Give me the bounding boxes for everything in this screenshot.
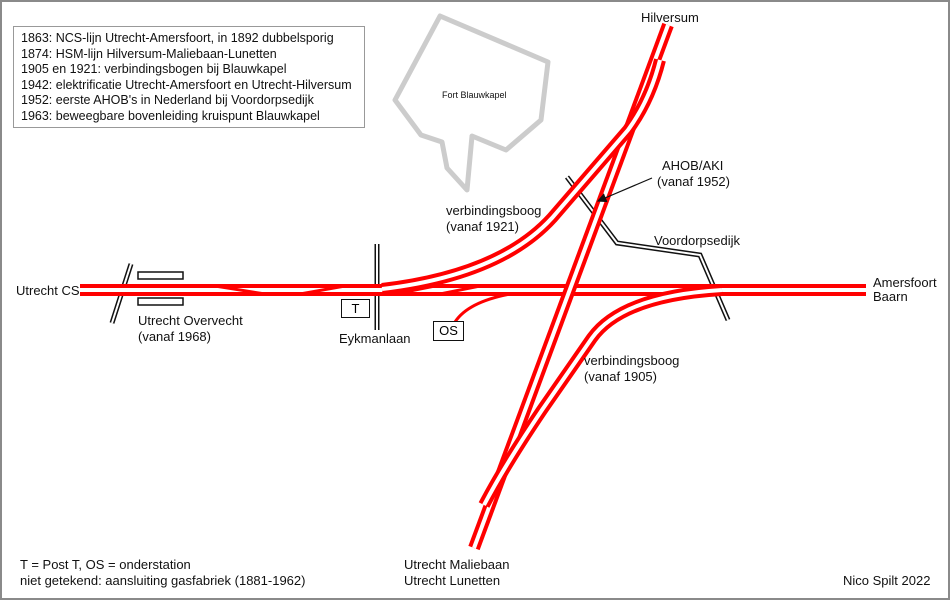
label-boog-1921-year: (vanaf 1921) [446,219,519,234]
legend-item: 1952: eerste AHOB's in Nederland bij Voo… [21,93,314,107]
label-hilversum: Hilversum [641,10,699,25]
legend-item: 1863: NCS-lijn Utrecht-Amersfoort, in 18… [21,31,334,45]
label-boog-1921: verbindingsboog [446,203,542,218]
label-boog-1905: verbindingsboog [584,353,680,368]
label-maliebaan: Utrecht Maliebaan [404,557,510,572]
label-overvecht-year: (vanaf 1968) [138,329,211,344]
label-fort-blauwkapel: Fort Blauwkapel [442,90,507,100]
post-t-box: T [341,299,370,318]
label-lunetten: Utrecht Lunetten [404,573,501,588]
label-boog-1905-year: (vanaf 1905) [584,369,657,384]
label-voordorpsedijk: Voordorpsedijk [654,233,740,248]
label-ahob-year: (vanaf 1952) [657,174,730,189]
label-amersfoort: Amersfoort [873,275,937,290]
label-ahob: AHOB/AKI [662,158,724,173]
note-post-t: T = Post T, OS = onderstation [20,557,191,572]
legend-item: 1942: elektrificatie Utrecht-Amersfoort … [21,77,352,92]
legend-item: 1905 en 1921: verbindingsbogen bij Blauw… [21,62,287,76]
label-eykmanlaan: Eykmanlaan [339,331,411,346]
track-verbindingsboog-1921 [381,58,666,295]
track-verbindingsboog-1905 [478,284,723,508]
ahob-pointer-arrow [596,177,653,203]
platform-overvecht-south [137,297,184,306]
os-box: OS [433,321,464,341]
label-baarn: Baarn [873,289,908,304]
author-credit: Nico Spilt 2022 [843,573,931,588]
fort-blauwkapel-outline [392,13,551,193]
track-os-branch [453,292,511,323]
platform-overvecht-north [137,271,184,280]
label-overvecht: Utrecht Overvecht [138,313,243,328]
label-utrecht-cs: Utrecht CS [16,283,80,298]
crossovers [214,284,481,296]
legend-item: 1874: HSM-lijn Hilversum-Maliebaan-Lunet… [21,46,277,61]
legend-box: 1863: NCS-lijn Utrecht-Amersfoort, in 18… [13,26,365,128]
legend-item: 1963: beweegbare bovenleiding kruispunt … [21,108,320,123]
note-gasfabriek: niet getekend: aansluiting gasfabriek (1… [20,573,306,588]
